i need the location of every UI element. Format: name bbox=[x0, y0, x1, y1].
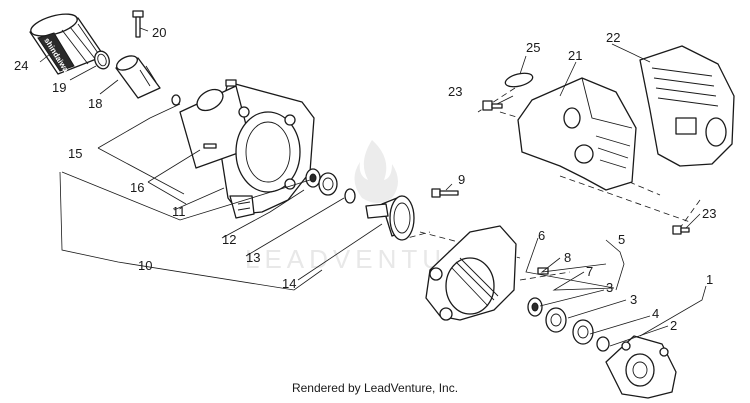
callout-18: 18 bbox=[88, 96, 102, 111]
part-crankcase bbox=[425, 225, 549, 321]
callout-11: 11 bbox=[172, 204, 186, 219]
callout-4: 4 bbox=[652, 306, 659, 321]
part-24-filter-sleeve: shindaiwa bbox=[29, 13, 105, 75]
callout-19: 19 bbox=[52, 80, 66, 95]
callout-16: 16 bbox=[130, 180, 144, 195]
leader-lines bbox=[39, 27, 707, 347]
part-18-fitting bbox=[115, 55, 181, 106]
callout-9: 9 bbox=[458, 172, 465, 187]
callout-numbers: 24 19 18 20 15 16 10 11 12 13 14 9 23 25… bbox=[14, 25, 716, 333]
callout-12: 12 bbox=[222, 232, 236, 247]
callout-15: 15 bbox=[68, 146, 82, 161]
part-23-screw-bottom bbox=[672, 225, 690, 235]
callout-6: 6 bbox=[538, 228, 545, 243]
callout-21: 21 bbox=[568, 48, 582, 63]
callout-23-top: 23 bbox=[448, 84, 462, 99]
callout-23-bottom: 23 bbox=[702, 206, 716, 221]
callout-25: 25 bbox=[526, 40, 540, 55]
part-21-cover bbox=[517, 77, 637, 191]
part-12-bearing bbox=[305, 168, 321, 188]
callout-3-lower: 3 bbox=[630, 292, 637, 307]
part-19-snap-ring bbox=[94, 50, 110, 70]
part-20-screw bbox=[132, 10, 144, 38]
callout-8: 8 bbox=[564, 250, 571, 265]
callout-1: 1 bbox=[706, 272, 713, 287]
callout-24: 24 bbox=[14, 58, 28, 73]
callout-13: 13 bbox=[246, 250, 260, 265]
part-9-bolt bbox=[431, 188, 459, 198]
callout-5: 5 bbox=[618, 232, 625, 247]
callout-7: 7 bbox=[586, 264, 593, 279]
part-14-clutch-drum bbox=[365, 195, 415, 241]
part-13-bearing bbox=[318, 172, 356, 204]
part-5-bearing bbox=[572, 319, 610, 352]
callout-14: 14 bbox=[282, 276, 296, 291]
callout-22: 22 bbox=[606, 30, 620, 45]
callout-20: 20 bbox=[152, 25, 166, 40]
callout-2: 2 bbox=[670, 318, 677, 333]
footer-credit: Rendered by LeadVenture, Inc. bbox=[291, 381, 459, 395]
part-1-crankcase-half bbox=[605, 335, 677, 399]
part-3-seal bbox=[527, 297, 543, 317]
part-4-bearing bbox=[545, 307, 567, 333]
callout-3-upper: 3 bbox=[606, 280, 613, 295]
part-25-gasket bbox=[504, 72, 534, 88]
callout-10: 10 bbox=[138, 258, 152, 273]
part-11-engine-housing bbox=[179, 79, 315, 219]
part-22-shroud bbox=[639, 45, 735, 167]
part-23-screw-top bbox=[482, 100, 503, 111]
